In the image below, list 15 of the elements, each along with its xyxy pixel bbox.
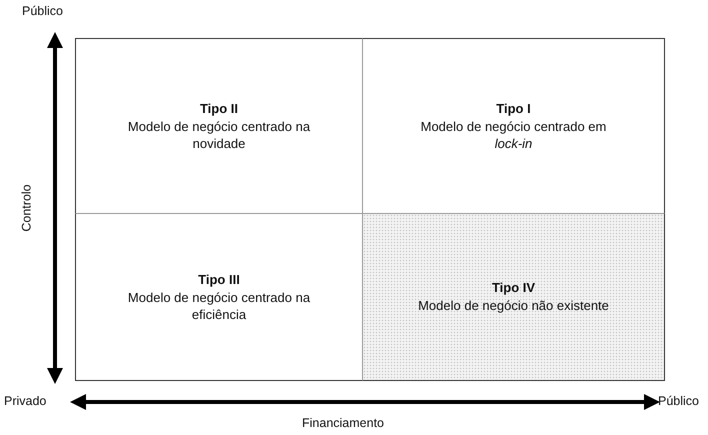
quadrant-description: Modelo de negócio não existente xyxy=(417,297,610,314)
quadrant-description: Modelo de negócio centrado em lock-in xyxy=(420,118,608,152)
quadrant-description: Modelo de negócio centrado na eficiência xyxy=(126,288,312,322)
axis-end-label: Privado xyxy=(4,394,46,408)
quadrant-cell xyxy=(362,213,665,381)
quadrant-title: Tipo IV xyxy=(492,280,536,295)
quadrant-title: Tipo II xyxy=(200,100,238,116)
axis-title: Controlo xyxy=(19,184,34,232)
axis-end-label: Público xyxy=(22,4,63,18)
quadrant-title: Tipo III xyxy=(198,272,240,286)
axis-title: Financiamento xyxy=(302,416,384,430)
quadrant-title: Tipo I xyxy=(496,100,531,116)
axis-end-label: Público xyxy=(658,394,699,408)
quadrant-description: Modelo de negócio centrado na novidade xyxy=(126,118,312,152)
quadrant-cell xyxy=(75,38,362,213)
